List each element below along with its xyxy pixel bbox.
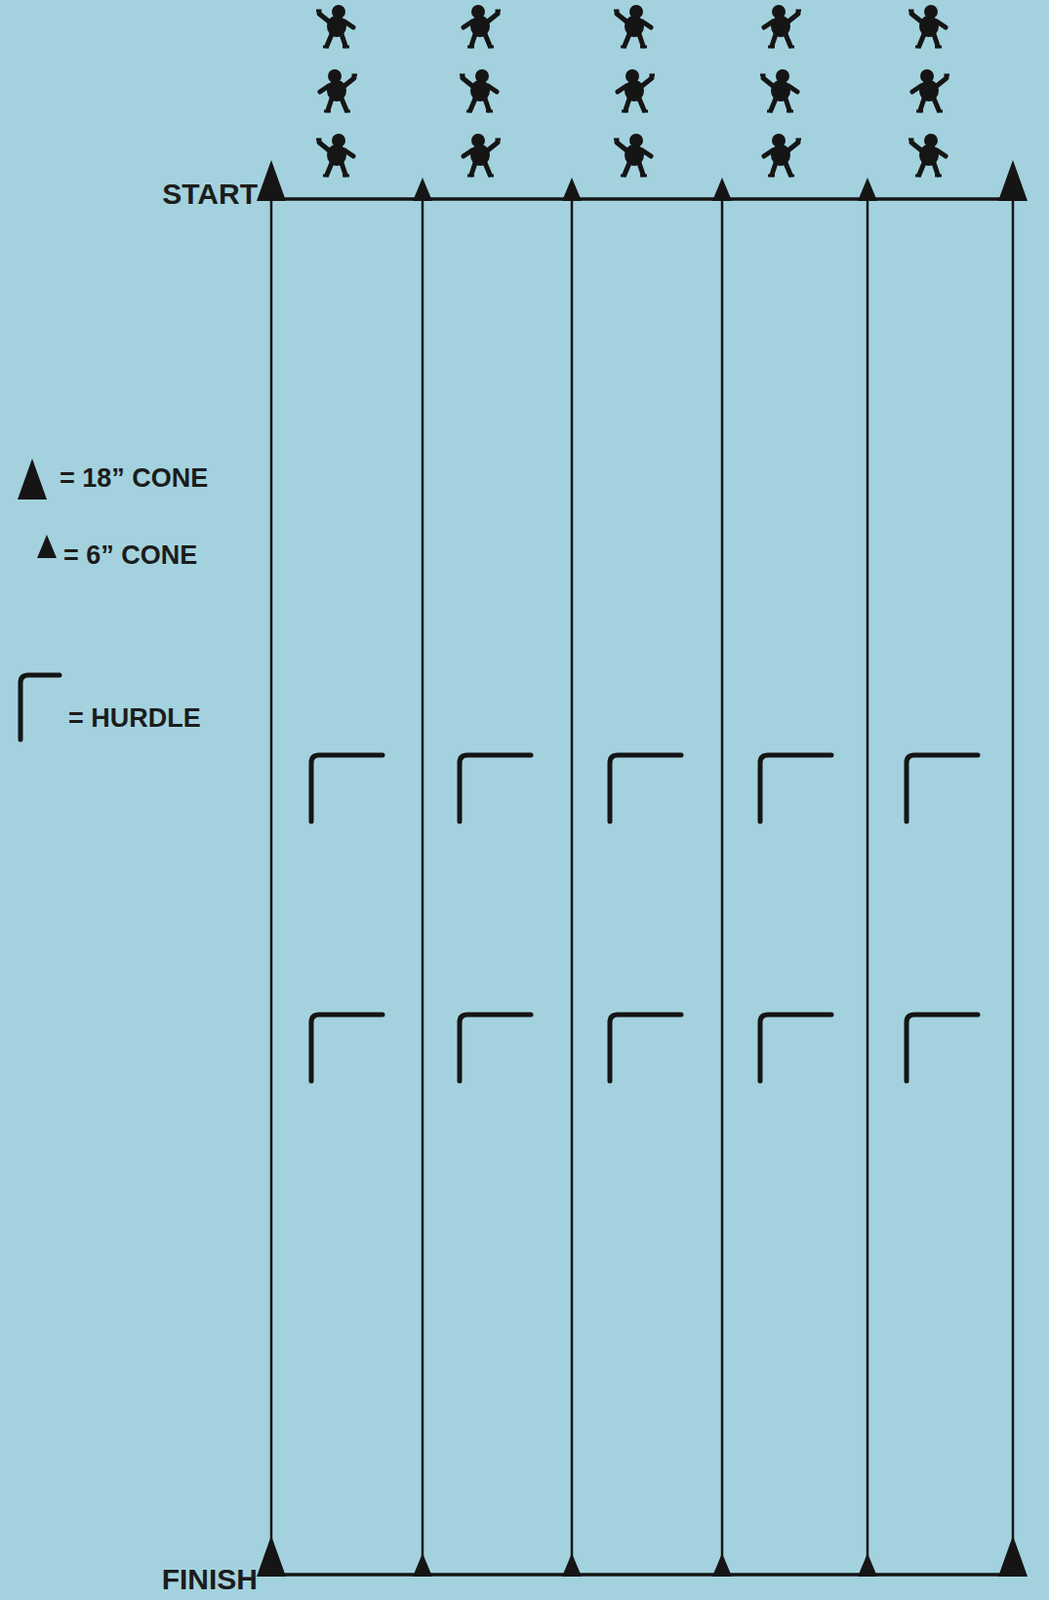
lane-line xyxy=(270,199,274,1575)
small-cone xyxy=(562,1553,582,1577)
big-cone xyxy=(998,160,1028,202)
hurdle xyxy=(311,1014,383,1082)
small-cone xyxy=(712,1553,732,1577)
hurdle xyxy=(906,755,978,822)
player-figure xyxy=(760,69,798,112)
big-cone xyxy=(256,1535,286,1577)
legend-text: = 6” CONE xyxy=(63,541,198,571)
lane-line xyxy=(721,199,725,1575)
hurdle xyxy=(459,1014,531,1082)
player-figure xyxy=(459,69,497,112)
player-figure xyxy=(316,133,354,176)
player-figure xyxy=(320,69,358,112)
small-cone xyxy=(37,534,57,559)
legend-text: = HURDLE xyxy=(68,704,202,734)
finish-label: FINISH xyxy=(161,1563,258,1596)
hurdle xyxy=(760,1014,832,1082)
player-figure xyxy=(613,4,651,47)
hurdle xyxy=(906,1014,978,1082)
big-cone xyxy=(998,1535,1028,1577)
big-cone xyxy=(256,160,286,202)
hurdle xyxy=(760,755,832,822)
player-figure xyxy=(764,4,802,47)
lane-lines xyxy=(271,199,1013,1575)
player-figure xyxy=(463,4,501,47)
player-figure xyxy=(316,4,354,47)
small-cone xyxy=(412,177,433,202)
legend-swatch xyxy=(37,534,57,559)
small-cone xyxy=(857,177,878,202)
hurdle xyxy=(311,755,383,822)
hurdle xyxy=(609,1014,682,1082)
player-figure xyxy=(908,4,946,47)
legend-text: = 18” CONE xyxy=(59,464,208,494)
boundary-line xyxy=(271,197,1013,202)
small-cone xyxy=(412,1553,433,1577)
players xyxy=(316,4,950,176)
cones xyxy=(256,160,1028,1577)
player-figure xyxy=(908,133,946,176)
player-figure xyxy=(463,133,501,176)
big-cone xyxy=(17,458,47,500)
player-figure xyxy=(613,133,651,176)
lane-line xyxy=(866,199,870,1575)
player-figure xyxy=(764,133,802,176)
legend-symbols xyxy=(17,458,60,740)
small-cone xyxy=(857,1553,878,1577)
lane-line xyxy=(421,199,425,1575)
player-figure xyxy=(617,69,655,112)
legend-swatch xyxy=(20,675,60,740)
lane-line xyxy=(1011,199,1015,1575)
hurdle xyxy=(459,755,531,822)
small-cone xyxy=(712,177,732,202)
player-figure xyxy=(912,69,950,112)
legend-swatch xyxy=(17,458,47,500)
boundary-line xyxy=(271,1573,1013,1577)
hurdle xyxy=(609,755,682,822)
hurdle xyxy=(20,675,60,740)
lane-line xyxy=(570,199,574,1575)
start-label: START xyxy=(161,177,258,210)
hurdles xyxy=(311,755,978,1082)
small-cone xyxy=(562,177,582,202)
